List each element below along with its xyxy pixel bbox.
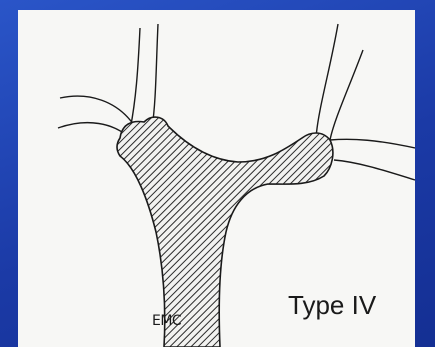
type-label: Type IV xyxy=(288,290,376,321)
vessel-line-upper-right-inner xyxy=(330,50,363,140)
vessel-line-right-branch-upper xyxy=(330,139,415,148)
vessel-line-upper-left-outer xyxy=(130,28,140,130)
figure-panel: Type IV EMC xyxy=(18,10,415,347)
vessel-line-upper-left-inner xyxy=(152,24,158,128)
emc-label: EMC xyxy=(152,313,181,329)
vessel-line-upper-right-outer xyxy=(316,24,338,138)
vessel-line-right-branch-lower xyxy=(334,160,415,180)
